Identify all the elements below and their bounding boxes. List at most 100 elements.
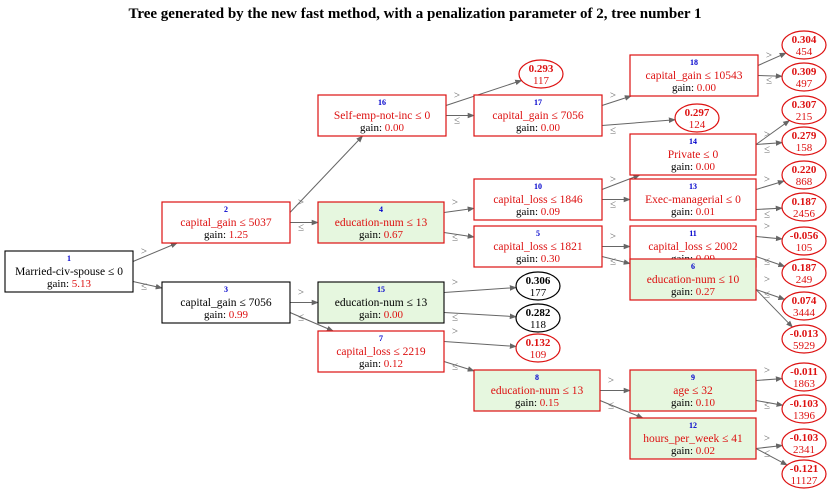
tree-edge <box>443 206 475 213</box>
tree-edge <box>755 376 783 382</box>
split-operator: ≤ <box>719 433 731 445</box>
split-feature: Married-civ-spouse <box>15 266 105 278</box>
node-gain: gain: 0.10 <box>671 397 716 409</box>
split-feature: hours_per_week <box>643 433 719 445</box>
gain-prefix: gain: <box>671 397 696 409</box>
split-operator: ≤ <box>404 217 416 229</box>
leaf-ellipse <box>781 291 827 321</box>
leaf-value: 0.220 <box>792 164 817 176</box>
leaf-count: 105 <box>796 242 813 254</box>
tree-edge <box>601 256 631 265</box>
edge-label-le: ≤ <box>298 222 304 234</box>
gain-prefix: gain: <box>47 278 72 290</box>
tree-edge <box>755 400 784 407</box>
gain-value: 0.00 <box>385 122 405 134</box>
edge-label-gt: > <box>610 90 616 102</box>
tree-edge <box>445 79 523 106</box>
gain-value: 5.13 <box>72 278 92 290</box>
node-box <box>317 330 445 373</box>
leaf-value: -0.103 <box>790 432 819 444</box>
gain-prefix: gain: <box>671 161 696 173</box>
leaf-value: 0.132 <box>526 337 551 349</box>
split-threshold: 7056 <box>249 297 272 309</box>
split-threshold: 10 <box>728 274 740 286</box>
tree-edge <box>132 242 178 262</box>
edge-label-gt: > <box>452 277 458 289</box>
split-operator: ≤ <box>412 110 424 122</box>
node-id: 14 <box>689 137 697 146</box>
tree-edge <box>601 174 641 190</box>
leaf-ellipse <box>781 428 827 458</box>
leaf-ellipse <box>515 333 561 363</box>
node-box <box>317 94 447 137</box>
diagram-title: Tree generated by the new fast method, w… <box>128 6 702 22</box>
leaf-count: 3444 <box>793 307 816 319</box>
node-id: 16 <box>378 98 386 107</box>
split-threshold: 7056 <box>561 110 584 122</box>
leaf-ellipse <box>781 394 827 424</box>
split-operator: ≤ <box>105 266 117 278</box>
node-split: capital_loss ≤ 2219 <box>336 346 426 358</box>
node-box <box>629 417 757 460</box>
split-operator: ≤ <box>548 241 560 253</box>
node-gain: gain: 0.00 <box>516 122 561 134</box>
split-threshold: 2219 <box>403 346 426 358</box>
gain-value: 0.12 <box>384 358 403 370</box>
split-feature: Self-emp-not-inc <box>334 110 413 122</box>
edge-label-gt: > <box>764 129 770 141</box>
node-box <box>161 201 291 244</box>
split-feature: Private <box>668 149 701 161</box>
leaf-value: 0.293 <box>529 63 554 75</box>
node-box <box>629 133 757 176</box>
node-gain: gain: 5.13 <box>47 278 92 290</box>
tree-edge <box>755 443 784 449</box>
node-id: 1 <box>67 254 71 263</box>
node-split: Private ≤ 0 <box>668 149 719 161</box>
split-threshold: 0 <box>424 110 430 122</box>
leaf-value: -0.011 <box>790 366 818 378</box>
node-split: capital_gain ≤ 7056 <box>492 110 584 122</box>
split-threshold: 0 <box>712 149 718 161</box>
leaf-count: 124 <box>689 119 706 131</box>
leaf-ellipse <box>781 226 827 256</box>
gain-value: 0.27 <box>696 286 716 298</box>
edge-label-gt: > <box>764 274 770 286</box>
leaf-count: 215 <box>796 111 813 123</box>
edge-label-gt: > <box>764 221 770 233</box>
tree-edge <box>755 289 786 300</box>
leaf-count: 5929 <box>793 340 816 352</box>
gain-prefix: gain: <box>204 309 229 321</box>
split-threshold: 0 <box>117 266 123 278</box>
node-split: capital_gain ≤ 10543 <box>645 70 742 82</box>
leaf-count: 109 <box>530 349 547 361</box>
node-gain: gain: 0.01 <box>671 206 715 218</box>
split-operator: ≤ <box>702 70 714 82</box>
split-feature: education-num <box>491 385 560 397</box>
edge-label-le: ≤ <box>608 400 614 412</box>
tree-edge <box>289 312 334 332</box>
split-feature: education-num <box>647 274 716 286</box>
node-id: 18 <box>690 58 698 67</box>
edge-label-gt: > <box>298 197 304 209</box>
split-threshold: 5037 <box>249 217 272 229</box>
node-id: 10 <box>534 182 542 191</box>
node-split: capital_loss ≤ 1846 <box>493 194 583 206</box>
split-operator: ≤ <box>723 194 735 206</box>
split-threshold: 1821 <box>560 241 583 253</box>
split-feature: capital_gain <box>180 297 236 309</box>
edge-label-gt: > <box>764 433 770 445</box>
node-gain: gain: 0.00 <box>360 122 405 134</box>
